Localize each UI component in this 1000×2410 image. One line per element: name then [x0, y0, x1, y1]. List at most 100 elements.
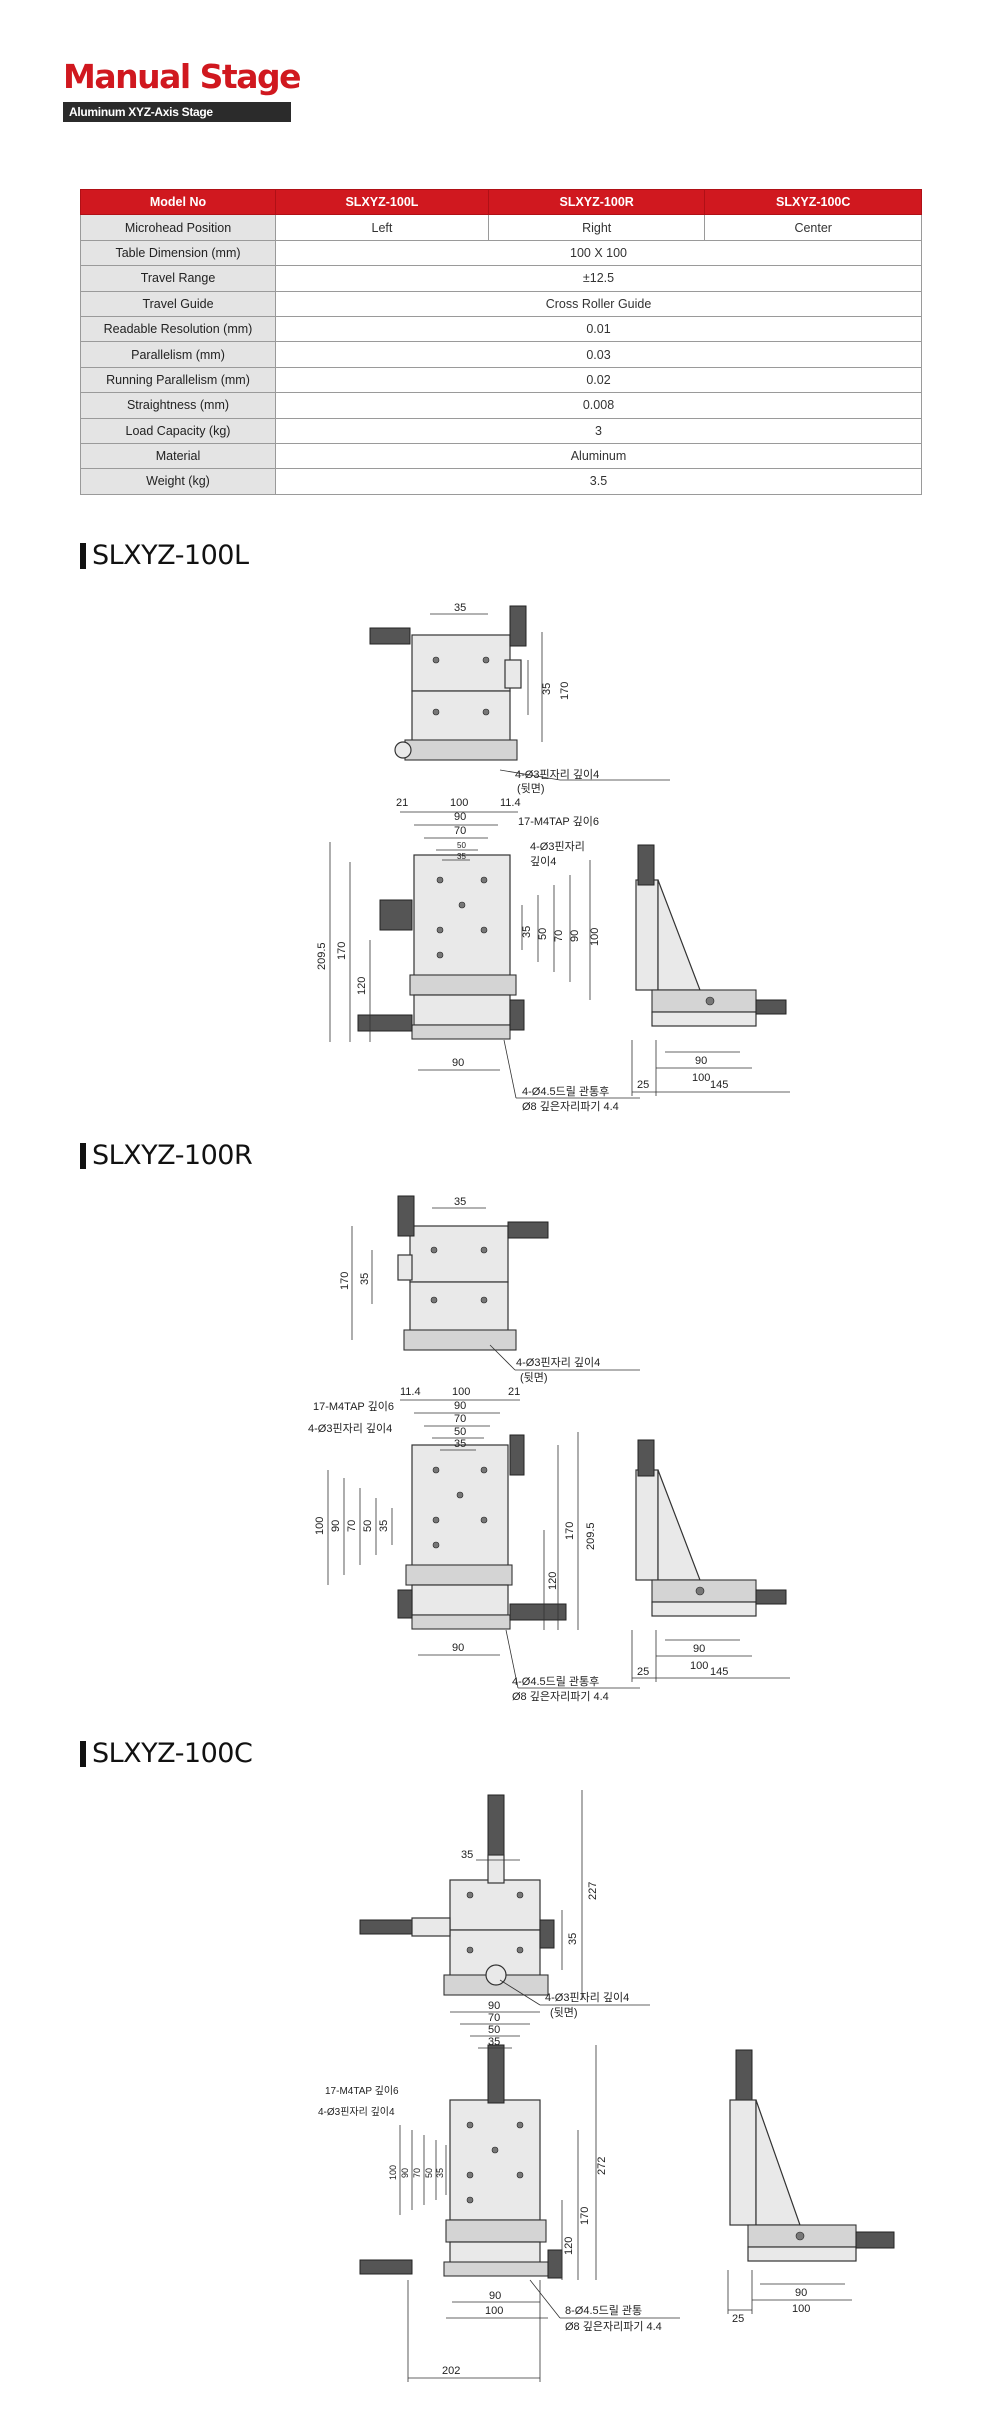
r-side-dim-100: 100 — [690, 1660, 708, 1672]
l-note-pin1: 4-Ø3핀자리 — [530, 840, 585, 853]
l-dim-100: 100 — [450, 797, 468, 809]
l-bottom-dim-90: 90 — [452, 1057, 464, 1069]
table-row: Running Parallelism (mm)0.02 — [80, 366, 922, 394]
c-side-dim-25: 25 — [732, 2313, 744, 2325]
c-vdim-100: 100 — [388, 2165, 398, 2180]
l-dim-70: 70 — [454, 825, 466, 837]
c-top-dim-35b: 35 — [567, 1933, 579, 1945]
r-side-view: 90 100 25 145 — [631, 1439, 790, 1682]
table-header-cell: Model No — [80, 188, 276, 216]
r-dim-90: 90 — [454, 1400, 466, 1412]
r-vdim-90: 90 — [330, 1520, 342, 1532]
c-dim-90: 90 — [488, 2000, 500, 2012]
table-row: Microhead Position Left Right Center — [80, 214, 922, 241]
r-dim-70: 70 — [454, 1413, 466, 1425]
table-row: Weight (kg)3.5 — [80, 468, 922, 495]
c-top-dim-35: 35 — [461, 1849, 473, 1861]
page-title: Manual Stage — [63, 57, 301, 96]
c-side-view: 90 100 25 — [727, 2049, 895, 2325]
l-top-dim-170: 170 — [559, 682, 571, 700]
table-cell: ±12.5 — [275, 265, 922, 292]
row-label: Material — [80, 442, 276, 470]
c-side-dim-100: 100 — [792, 2303, 810, 2315]
l-dim-90: 90 — [454, 811, 466, 823]
c-bottom-dim-202: 202 — [442, 2365, 460, 2377]
c-note-holes-back: 4-Ø3핀자리 깊이4 — [545, 1991, 629, 2004]
table-cell: 0.03 — [275, 341, 922, 368]
page-subtitle: Aluminum XYZ-Axis Stage — [63, 102, 291, 122]
r-dim-35: 35 — [454, 1438, 466, 1450]
r-vdim-35: 35 — [378, 1520, 390, 1532]
c-dim-272: 272 — [596, 2157, 608, 2175]
l-side-dim-90: 90 — [695, 1055, 707, 1067]
l-dim-11-4: 11.4 — [500, 797, 521, 809]
c-dim-50: 50 — [488, 2024, 500, 2036]
table-cell: 100 X 100 — [275, 239, 922, 267]
table-row: Readable Resolution (mm)0.01 — [80, 315, 922, 343]
c-dim-170: 170 — [579, 2207, 591, 2225]
section-title-text: SLXYZ-100L — [92, 540, 249, 571]
r-vdim-100: 100 — [314, 1517, 326, 1535]
l-note-pin2: 깊이4 — [530, 855, 556, 868]
row-label: Readable Resolution (mm) — [80, 315, 276, 343]
r-top-dim-35: 35 — [454, 1196, 466, 1208]
r-top-dim-35b: 35 — [359, 1273, 371, 1285]
c-note-drill1: 8-Ø4.5드릴 관통 — [565, 2304, 642, 2317]
table-cell: Right — [487, 214, 706, 241]
c-vdim-90: 90 — [400, 2168, 410, 2178]
l-side-dim-145: 145 — [710, 1079, 728, 1091]
table-cell: Center — [704, 214, 922, 241]
c-dim-35: 35 — [488, 2036, 500, 2048]
table-row: Straightness (mm)0.008 — [80, 392, 922, 419]
table-cell: 0.02 — [275, 366, 922, 394]
c-dim-70: 70 — [488, 2012, 500, 2024]
section-title-c: SLXYZ-100C — [80, 1738, 253, 1769]
c-bottom-dim-90: 90 — [489, 2290, 501, 2302]
c-note-pin: 4-Ø3핀자리 깊이4 — [318, 2106, 395, 2118]
l-top-view: 35 35 170 4-Ø3핀자리 깊이4 (뒷면) — [369, 602, 670, 795]
table-row: Load Capacity (kg)3 — [80, 417, 922, 444]
r-dim-50: 50 — [454, 1426, 466, 1438]
l-note-drill2: Ø8 깊은자리파기 4.4 — [522, 1100, 619, 1113]
c-note-tap: 17-M4TAP 깊이6 — [325, 2085, 399, 2097]
l-vdim-100: 100 — [589, 928, 601, 946]
l-dim-120: 120 — [356, 977, 368, 995]
c-side-dim-90: 90 — [795, 2287, 807, 2299]
r-note-back: (뒷면) — [520, 1371, 548, 1384]
table-cell: Cross Roller Guide — [275, 290, 922, 317]
section-bar — [80, 1740, 86, 1767]
r-dim-120: 120 — [547, 1572, 559, 1590]
table-cell: 0.01 — [275, 315, 922, 343]
section-title-l: SLXYZ-100L — [80, 540, 249, 571]
r-note-pin: 4-Ø3핀자리 깊이4 — [308, 1422, 392, 1435]
r-dim-170: 170 — [564, 1522, 576, 1540]
c-top-view: 35 227 35 4-Ø3핀자리 깊이4 (뒷면) — [359, 1790, 650, 2019]
section-title-text: SLXYZ-100C — [92, 1738, 253, 1769]
r-dim-11-4: 11.4 — [400, 1386, 421, 1398]
r-top-dim-170: 170 — [339, 1272, 351, 1290]
row-label: Table Dimension (mm) — [80, 239, 276, 267]
c-top-dim-227: 227 — [587, 1882, 599, 1900]
c-vdim-50: 50 — [424, 2168, 434, 2178]
c-vdim-70: 70 — [412, 2168, 422, 2178]
table-cell: Left — [275, 214, 489, 241]
l-dim-35: 35 — [457, 852, 466, 861]
r-front-view: 11.4 100 21 90 70 50 35 17-M4TAP 깊이6 4-Ø… — [308, 1386, 640, 1703]
table-cell: Aluminum — [275, 442, 922, 470]
l-note-drill1: 4-Ø4.5드릴 관통후 — [522, 1085, 609, 1098]
r-side-dim-145: 145 — [710, 1666, 728, 1678]
r-note-tap: 17-M4TAP 깊이6 — [313, 1400, 394, 1413]
l-vdim-50: 50 — [537, 928, 549, 940]
l-front-view: 21 100 11.4 90 70 50 35 17-M4TAP 깊이6 4-Ø… — [316, 797, 640, 1113]
row-label: Parallelism (mm) — [80, 341, 276, 368]
c-dim-120: 120 — [563, 2237, 575, 2255]
l-side-view: 90 100 25 145 — [631, 844, 790, 1096]
l-top-dim-35b: 35 — [541, 683, 553, 695]
r-dim-21: 21 — [508, 1386, 520, 1398]
r-dim-209-5: 209.5 — [585, 1522, 597, 1550]
l-dim-170: 170 — [336, 942, 348, 960]
table-row: Table Dimension (mm)100 X 100 — [80, 239, 922, 267]
l-dim-21: 21 — [396, 797, 408, 809]
row-label: Travel Range — [80, 265, 276, 292]
